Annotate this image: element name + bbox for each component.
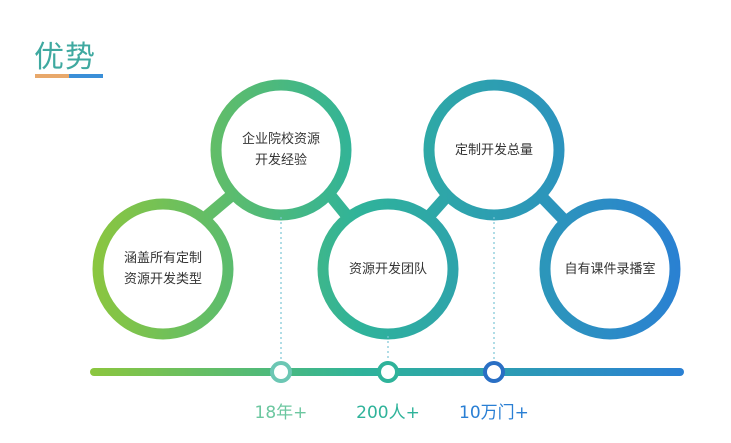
circle-label-1-line-2: 资源开发类型 — [123, 272, 202, 287]
title-underline-right — [69, 74, 103, 78]
timeline-marker-1 — [270, 361, 292, 383]
circle-label-2: 企业院校资源 开发经验 — [216, 129, 346, 171]
circle-1 — [92, 198, 234, 340]
circle-label-4-line-1: 定制开发总量 — [454, 143, 533, 158]
circle-label-5: 自有课件录播室 — [545, 259, 675, 280]
circle-label-2-line-2: 开发经验 — [254, 153, 307, 168]
circle-5 — [539, 198, 681, 340]
stat-team-size: 200人+ — [356, 403, 420, 423]
circle-label-3-line-1: 资源开发团队 — [348, 262, 427, 277]
timeline-marker-3 — [483, 361, 505, 383]
circle-2 — [210, 79, 352, 221]
circle-label-4: 定制开发总量 — [429, 140, 559, 161]
circle-label-2-line-1: 企业院校资源 — [241, 132, 320, 147]
section-title: 优势 — [34, 40, 96, 75]
dotted-guides — [280, 217, 495, 362]
title-underline-left — [35, 74, 69, 78]
circle-4 — [423, 79, 565, 221]
stat-total-courses: 10万门+ — [459, 403, 529, 423]
title-underline — [35, 74, 103, 78]
circle-3 — [317, 198, 459, 340]
circle-label-1: 涵盖所有定制 资源开发类型 — [98, 248, 228, 290]
stat-years: 18年+ — [254, 403, 308, 423]
timeline-marker-2 — [377, 361, 399, 383]
circle-label-3: 资源开发团队 — [323, 259, 453, 280]
circle-label-5-line-1: 自有课件录播室 — [564, 262, 656, 277]
circle-label-1-line-1: 涵盖所有定制 — [123, 251, 202, 266]
